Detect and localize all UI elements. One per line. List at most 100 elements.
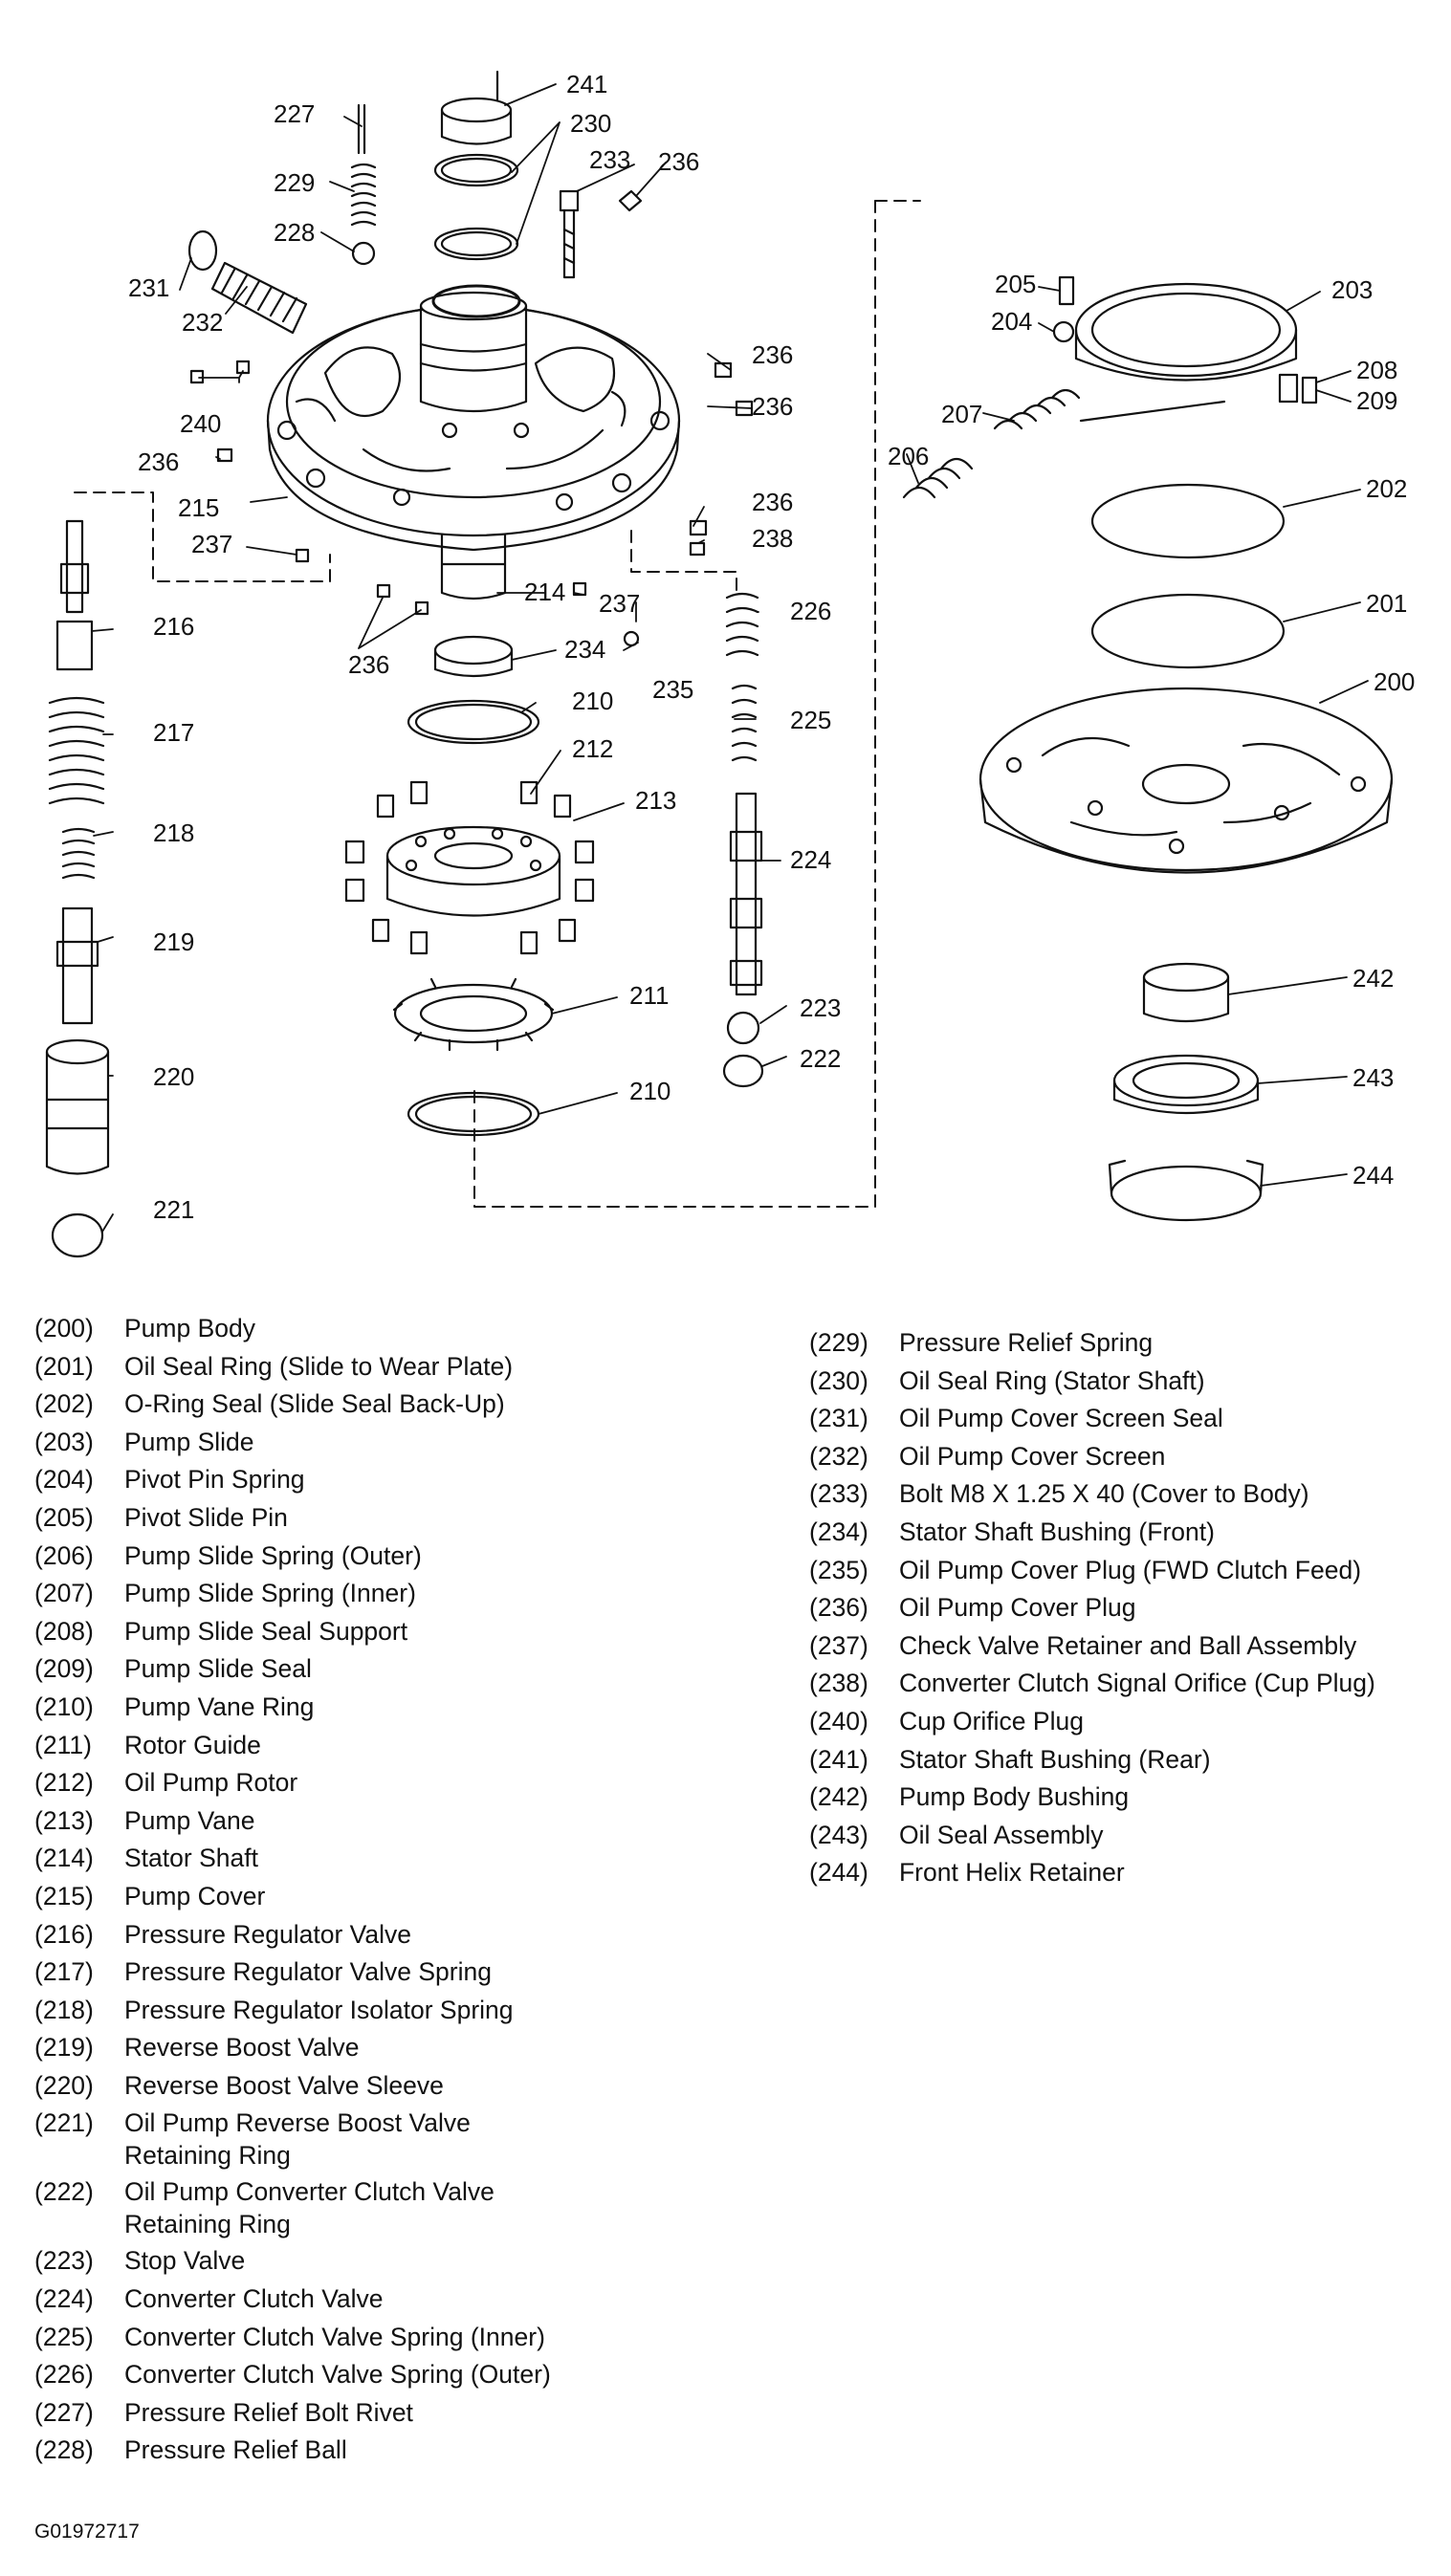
legend-item-text: Pump Slide Spring (Outer) bbox=[124, 1540, 422, 1570]
callout-labels: 241 227 230 233 236 229 228 231 232 236 … bbox=[128, 70, 1415, 1224]
legend-item: (218)Pressure Regulator Isolator Spring bbox=[34, 1992, 742, 2030]
callout-236-b: 236 bbox=[752, 340, 793, 369]
callout-225: 225 bbox=[790, 706, 831, 734]
legend-item-text: Pump Slide bbox=[124, 1427, 254, 1456]
legend-item-text: Rotor Guide bbox=[124, 1730, 261, 1759]
legend-item-number: (207) bbox=[34, 1579, 94, 1608]
legend-item-text: Check Valve Retainer and Ball Assembly bbox=[899, 1630, 1357, 1660]
callout-238: 238 bbox=[752, 524, 793, 553]
callout-209: 209 bbox=[1356, 386, 1397, 415]
callout-205: 205 bbox=[995, 270, 1036, 298]
callout-236-c: 236 bbox=[752, 392, 793, 421]
legend-item: (201)Oil Seal Ring (Slide to Wear Plate) bbox=[34, 1348, 742, 1386]
legend-item-text: Pressure Regulator Valve bbox=[124, 1919, 411, 1949]
legend-item: (205)Pivot Slide Pin bbox=[34, 1499, 742, 1538]
callout-219: 219 bbox=[153, 928, 194, 956]
legend-item-number: (228) bbox=[34, 2435, 94, 2465]
legend-item-text: Oil Pump Reverse Boost Valve Retaining R… bbox=[124, 2108, 471, 2171]
legend-item: (221)Oil Pump Reverse Boost Valve Retain… bbox=[34, 2105, 742, 2172]
legend-item-text: Front Helix Retainer bbox=[899, 1858, 1125, 1888]
legend-item: (210)Pump Vane Ring bbox=[34, 1689, 742, 1727]
callout-214: 214 bbox=[524, 578, 565, 606]
callout-242: 242 bbox=[1352, 964, 1394, 993]
legend-item-text: Pressure Relief Bolt Rivet bbox=[124, 2397, 413, 2427]
legend-item: (242)Pump Body Bushing bbox=[809, 1779, 1450, 1817]
legend-item-text: Converter Clutch Signal Orifice (Cup Plu… bbox=[899, 1669, 1375, 1698]
pump-cover-drawing bbox=[266, 291, 681, 600]
legend-item: (233)Bolt M8 X 1.25 X 40 (Cover to Body) bbox=[809, 1475, 1450, 1514]
legend-item-text: Converter Clutch Valve bbox=[124, 2284, 384, 2314]
legend-item: (202)O-Ring Seal (Slide Seal Back-Up) bbox=[34, 1386, 742, 1424]
legend-item: (241)Stator Shaft Bushing (Rear) bbox=[809, 1741, 1450, 1779]
legend-item-number: (202) bbox=[34, 1389, 94, 1419]
legend-item-text: Reverse Boost Valve bbox=[124, 2033, 360, 2063]
callout-223: 223 bbox=[800, 993, 841, 1022]
legend-item: (211) Rotor Guide bbox=[34, 1727, 742, 1765]
legend-item-number: (215) bbox=[34, 1881, 94, 1910]
legend-item-number: (211) bbox=[34, 1730, 92, 1759]
legend-item-number: (230) bbox=[809, 1365, 868, 1395]
legend-item-text: Pump Slide Seal Support bbox=[124, 1616, 408, 1646]
legend-item-number: (236) bbox=[809, 1593, 868, 1623]
legend-item-number: (223) bbox=[34, 2246, 94, 2276]
assembly-guide-lines bbox=[74, 200, 921, 1208]
legend-item-text: Cup Orifice Plug bbox=[899, 1706, 1084, 1736]
pump-slide-drawing bbox=[902, 275, 1318, 669]
callout-236-e: 236 bbox=[752, 488, 793, 516]
legend-item-text: Pivot Slide Pin bbox=[124, 1502, 288, 1532]
callout-237-left: 237 bbox=[191, 530, 232, 558]
legend-item: (207)Pump Slide Spring (Inner) bbox=[34, 1575, 742, 1613]
legend-item-number: (232) bbox=[809, 1441, 868, 1471]
legend-item-number: (225) bbox=[34, 2322, 94, 2351]
legend-item: (208)Pump Slide Seal Support bbox=[34, 1613, 742, 1651]
legend-item: (243)Oil Seal Assembly bbox=[809, 1817, 1450, 1855]
legend-item-number: (229) bbox=[809, 1328, 868, 1357]
legend-item: (219) Reverse Boost Valve bbox=[34, 2029, 742, 2067]
callout-203: 203 bbox=[1331, 275, 1373, 304]
callout-243: 243 bbox=[1352, 1063, 1394, 1092]
legend-item: (231)Oil Pump Cover Screen Seal bbox=[809, 1400, 1450, 1438]
callout-218: 218 bbox=[153, 819, 194, 847]
legend-item-text: Oil Pump Cover Plug bbox=[899, 1593, 1136, 1623]
legend-item-number: (241) bbox=[809, 1744, 868, 1774]
legend-item-text: Bolt M8 X 1.25 X 40 (Cover to Body) bbox=[899, 1479, 1309, 1509]
legend-item: (229) Pressure Relief Spring bbox=[809, 1324, 1450, 1363]
legend-item-number: (234) bbox=[809, 1517, 868, 1546]
callout-216: 216 bbox=[153, 612, 194, 641]
legend-item-text: Pressure Relief Spring bbox=[899, 1328, 1154, 1357]
legend-item-text: Oil Pump Cover Screen Seal bbox=[899, 1404, 1223, 1433]
converter-clutch-valve-drawing bbox=[722, 592, 764, 1088]
callout-236-top: 236 bbox=[658, 147, 699, 176]
callout-226: 226 bbox=[790, 597, 831, 625]
legend-item-text: Pivot Pin Spring bbox=[124, 1465, 305, 1495]
legend-item-number: (200) bbox=[34, 1314, 94, 1343]
legend-item-number: (219) bbox=[34, 2033, 94, 2063]
callout-220: 220 bbox=[153, 1062, 194, 1091]
callout-234: 234 bbox=[564, 635, 605, 664]
callout-221: 221 bbox=[153, 1195, 194, 1224]
callout-204: 204 bbox=[991, 307, 1032, 336]
legend-item-text: Stator Shaft bbox=[124, 1844, 258, 1873]
legend-item: (214) Stator Shaft bbox=[34, 1840, 742, 1878]
legend-item-number: (204) bbox=[34, 1465, 94, 1495]
callout-202: 202 bbox=[1366, 474, 1407, 503]
legend-item-number: (210) bbox=[34, 1692, 94, 1721]
upper-stack-drawing bbox=[431, 70, 521, 318]
legend-item-text: Pressure Relief Ball bbox=[124, 2435, 347, 2465]
legend-item-text: Oil Pump Cover Plug (FWD Clutch Feed) bbox=[899, 1555, 1362, 1584]
legend-item-number: (227) bbox=[34, 2397, 94, 2427]
callout-206: 206 bbox=[888, 442, 929, 470]
legend-item: (220)Reverse Boost Valve Sleeve bbox=[34, 2067, 742, 2106]
legend-item-number: (238) bbox=[809, 1669, 868, 1698]
legend-item-number: (214) bbox=[34, 1844, 94, 1873]
callout-228: 228 bbox=[274, 218, 315, 247]
callout-207: 207 bbox=[941, 400, 982, 428]
callout-212: 212 bbox=[572, 734, 613, 763]
legend-item: (226)Converter Clutch Valve Spring (Oute… bbox=[34, 2356, 742, 2394]
legend-item: (206)Pump Slide Spring (Outer) bbox=[34, 1538, 742, 1576]
callout-244: 244 bbox=[1352, 1161, 1394, 1190]
legend-item-number: (216) bbox=[34, 1919, 94, 1949]
legend-item: (235)Oil Pump Cover Plug (FWD Clutch Fee… bbox=[809, 1552, 1450, 1590]
legend-item: (238) Converter Clutch Signal Orifice (Cu… bbox=[809, 1665, 1450, 1703]
callout-211: 211 bbox=[629, 981, 669, 1010]
